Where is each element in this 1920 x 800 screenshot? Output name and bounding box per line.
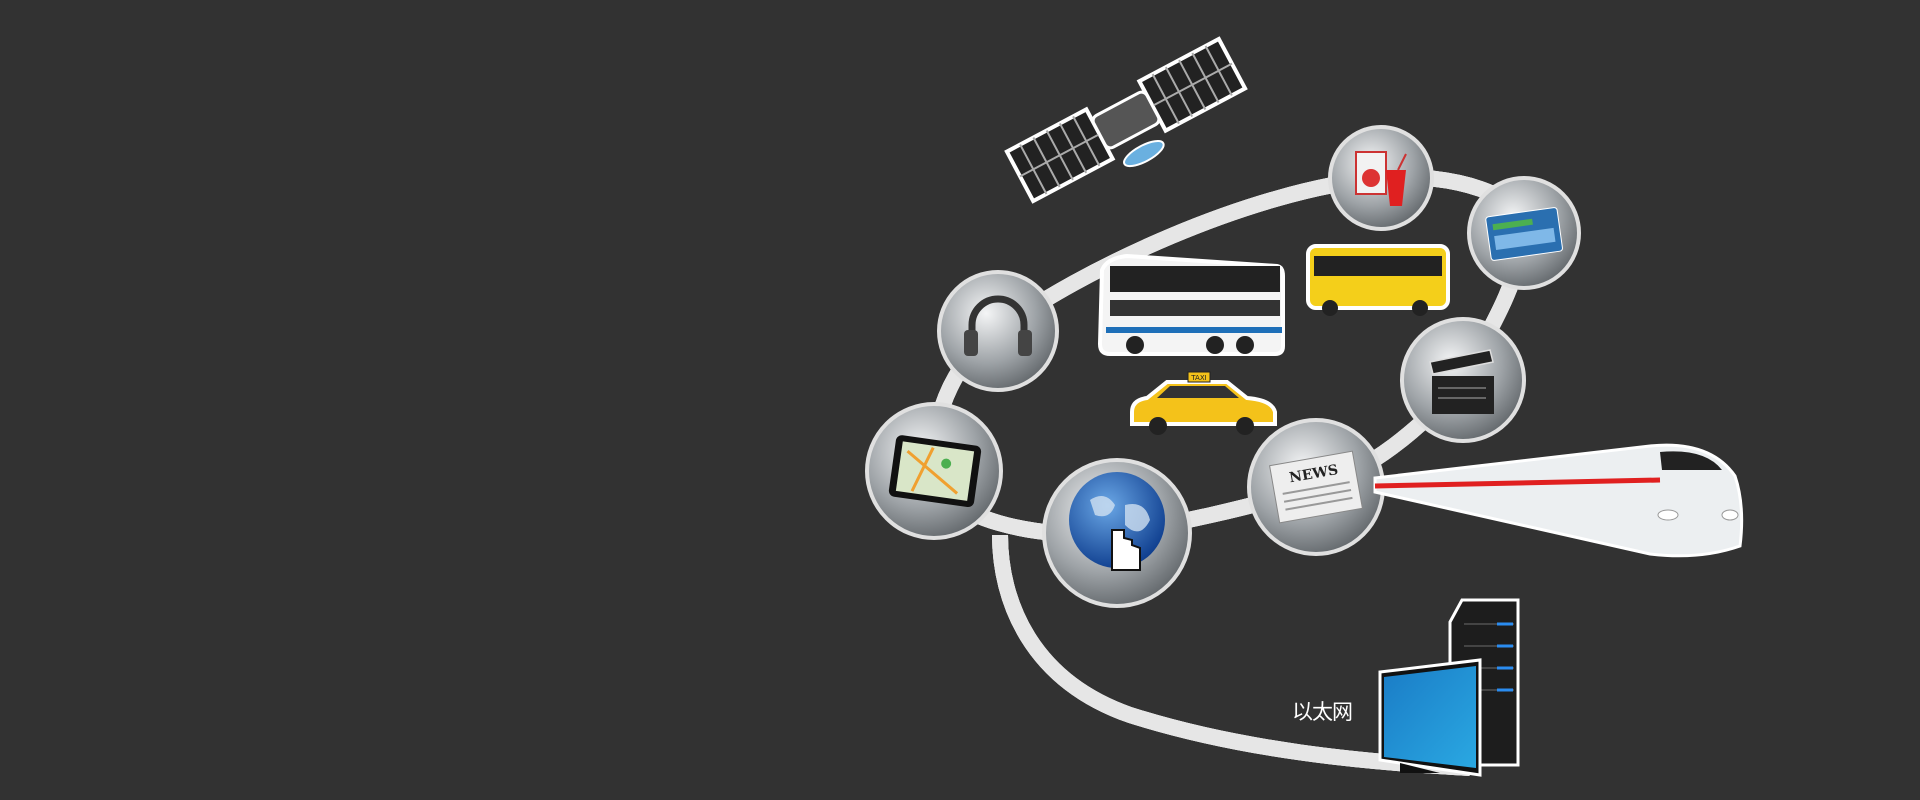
node-snack-drink [1328,125,1434,231]
svg-text:TAXI: TAXI [1190,374,1206,382]
satellite-icon [1004,36,1248,204]
node-tablet-map [865,402,1003,540]
node-clapperboard [1400,317,1526,443]
city-bus-icon [1306,244,1450,316]
tablet-map-icon [888,435,982,508]
ticket-card-icon [1485,207,1563,261]
globe-icon [1069,472,1165,568]
ethernet-label: 以太网 [1292,700,1353,724]
newspaper-icon: NEWS [1269,450,1363,524]
headphones-icon [964,295,1032,356]
node-globe [1042,458,1192,608]
taxi-icon: TAXI [1130,371,1277,435]
clapperboard-icon [1429,349,1494,414]
high-speed-train-icon [1373,443,1744,558]
coach-bus-icon [1097,253,1285,356]
ethernet-link [1000,535,1470,768]
hand-cursor-icon [1111,529,1141,571]
node-headphones [937,270,1059,392]
node-ticket [1467,176,1581,290]
snack-drink-icon [1355,151,1407,206]
monitor-icon [1378,658,1482,777]
node-news: NEWS [1247,418,1385,556]
